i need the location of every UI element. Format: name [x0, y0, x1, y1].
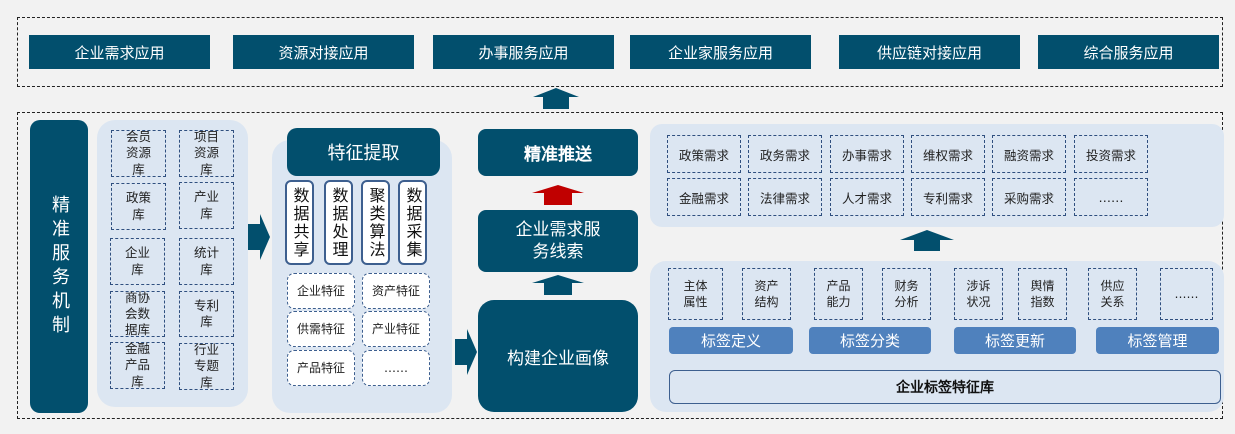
mechanism-label: 精准服务机制	[30, 120, 88, 413]
tag-attribute-item: 供应关系	[1088, 268, 1137, 320]
need-item: 维权需求	[911, 135, 985, 173]
method-item: 数据采集	[398, 180, 427, 265]
resource-library-panel	[97, 120, 248, 407]
need-item: 采购需求	[992, 178, 1066, 216]
feature-item: ……	[362, 350, 430, 386]
library-item: 项目资源库	[179, 129, 234, 177]
need-item: 金融需求	[667, 178, 741, 216]
library-item: 企业库	[110, 238, 165, 285]
method-item: 数据处理	[324, 180, 353, 265]
app-button[interactable]: 办事服务应用	[433, 35, 614, 69]
app-button[interactable]: 企业家服务应用	[630, 35, 811, 69]
tag-operation-button[interactable]: 标签定义	[669, 327, 793, 354]
service-clues-box: 企业需求服务线索	[478, 210, 638, 272]
tag-attribute-item: 资产结构	[742, 268, 791, 320]
tag-operation-button[interactable]: 标签管理	[1096, 327, 1219, 354]
service-clues-label: 企业需求服务线索	[515, 219, 601, 262]
library-item: 专利库	[179, 291, 234, 337]
tag-attribute-item: 涉诉状况	[954, 268, 1003, 320]
enterprise-portrait-box: 构建企业画像	[478, 300, 638, 412]
app-button[interactable]: 供应链对接应用	[839, 35, 1020, 69]
feature-item: 供需特征	[287, 311, 355, 347]
feature-item: 产业特征	[362, 311, 430, 347]
tag-library-label: 企业标签特征库	[896, 380, 994, 396]
feature-item: 企业特征	[287, 273, 355, 309]
need-item: 融资需求	[992, 135, 1066, 173]
up-arrow-icon	[533, 88, 579, 109]
precise-push-box: 精准推送	[478, 129, 638, 176]
up-arrow-red-icon	[532, 185, 584, 205]
library-item: 商协会数据库	[110, 290, 165, 337]
need-item: 法律需求	[748, 178, 822, 216]
tag-library-box: 企业标签特征库	[669, 370, 1221, 404]
tag-attribute-item: 产品能力	[814, 268, 863, 320]
method-item: 数据共享	[285, 180, 314, 265]
up-arrow-icon	[532, 275, 584, 295]
library-item: 行业专题库	[179, 342, 234, 390]
app-button[interactable]: 综合服务应用	[1038, 35, 1219, 69]
need-item: 政务需求	[748, 135, 822, 173]
service-layer-frame	[17, 112, 1223, 419]
feature-extraction-title: 特征提取	[287, 128, 440, 176]
tag-attribute-item: 主体属性	[668, 268, 723, 320]
need-item: 办事需求	[830, 135, 904, 173]
feature-item: 产品特征	[287, 350, 355, 386]
feature-item: 资产特征	[362, 273, 430, 309]
application-layer-frame	[17, 17, 1223, 87]
needs-panel	[650, 124, 1224, 227]
app-button[interactable]: 资源对接应用	[233, 35, 414, 69]
tag-operation-button[interactable]: 标签更新	[954, 327, 1076, 354]
up-arrow-icon	[900, 230, 954, 251]
need-item: 投资需求	[1074, 135, 1148, 173]
need-item: 人才需求	[830, 178, 904, 216]
library-item: 金融产品库	[110, 341, 165, 389]
need-item: ……	[1074, 178, 1148, 216]
library-item: 产业库	[179, 182, 234, 229]
library-item: 会员资源库	[111, 129, 166, 177]
tag-attribute-item: ……	[1160, 268, 1213, 320]
tag-attribute-item: 舆情指数	[1018, 268, 1067, 320]
tag-attribute-item: 财务分析	[882, 268, 931, 320]
tag-operation-button[interactable]: 标签分类	[809, 327, 931, 354]
method-item: 聚类算法	[361, 180, 390, 265]
need-item: 政策需求	[667, 135, 741, 173]
right-arrow-icon	[455, 329, 477, 375]
right-arrow-icon	[248, 214, 270, 260]
need-item: 专利需求	[911, 178, 985, 216]
app-button[interactable]: 企业需求应用	[29, 35, 210, 69]
library-item: 统计库	[179, 238, 234, 285]
library-item: 政策库	[111, 183, 166, 230]
